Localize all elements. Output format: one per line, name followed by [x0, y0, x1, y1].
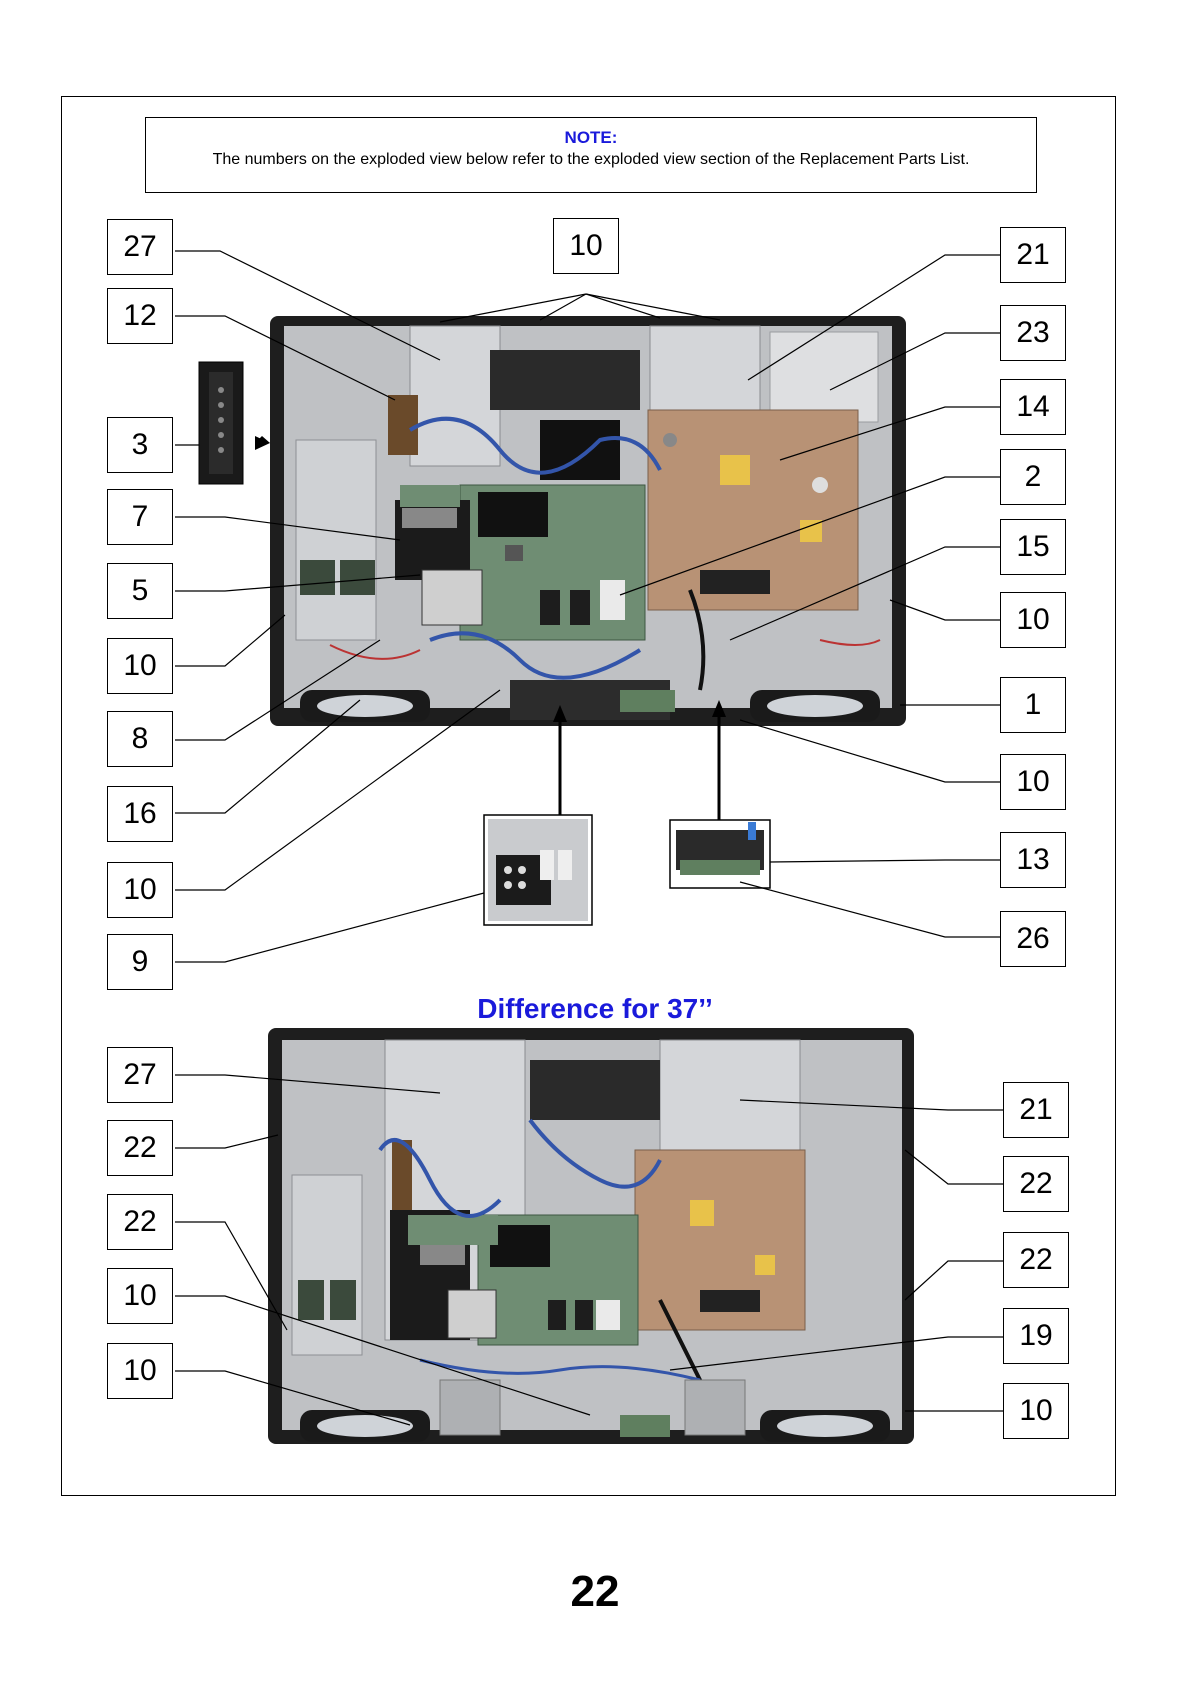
callout-23: 23 [1000, 305, 1066, 361]
callout-37-10-left-1: 10 [107, 1268, 173, 1324]
keypad-module [199, 362, 270, 484]
callout-37-27: 27 [107, 1047, 173, 1103]
callout-37-22-right-2: 22 [1003, 1232, 1069, 1288]
callout-15: 15 [1000, 519, 1066, 575]
callout-5: 5 [107, 563, 173, 619]
callout-10-left-1: 10 [107, 638, 173, 694]
callout-8: 8 [107, 711, 173, 767]
callout-1: 1 [1000, 677, 1066, 733]
callout-27: 27 [107, 219, 173, 275]
callout-7: 7 [107, 489, 173, 545]
callout-37-22-right-1: 22 [1003, 1156, 1069, 1212]
callout-9: 9 [107, 934, 173, 990]
detail-inset-ir-board [670, 820, 770, 888]
callout-10-right-1: 10 [1000, 592, 1066, 648]
difference-title: Difference for 37’’ [400, 993, 790, 1025]
callout-37-22-left-2: 22 [107, 1194, 173, 1250]
callout-13: 13 [1000, 832, 1066, 888]
callout-3: 3 [107, 417, 173, 473]
callout-37-10-right: 10 [1003, 1383, 1069, 1439]
callout-37-19: 19 [1003, 1308, 1069, 1364]
callout-2: 2 [1000, 449, 1066, 505]
callout-16: 16 [107, 786, 173, 842]
tv-rear-view-top [270, 316, 906, 726]
callout-37-21: 21 [1003, 1082, 1069, 1138]
callout-10-left-2: 10 [107, 862, 173, 918]
detail-arrows [560, 715, 719, 820]
page-number: 22 [540, 1567, 650, 1617]
callout-10-top: 10 [553, 218, 619, 274]
callout-26: 26 [1000, 911, 1066, 967]
tv-rear-view-37 [268, 1028, 914, 1444]
callout-37-22-left-1: 22 [107, 1120, 173, 1176]
callout-10-right-2: 10 [1000, 754, 1066, 810]
detail-inset-av-terminal [484, 815, 592, 925]
callout-12: 12 [107, 288, 173, 344]
callout-21: 21 [1000, 227, 1066, 283]
callout-14: 14 [1000, 379, 1066, 435]
callout-37-10-left-2: 10 [107, 1343, 173, 1399]
